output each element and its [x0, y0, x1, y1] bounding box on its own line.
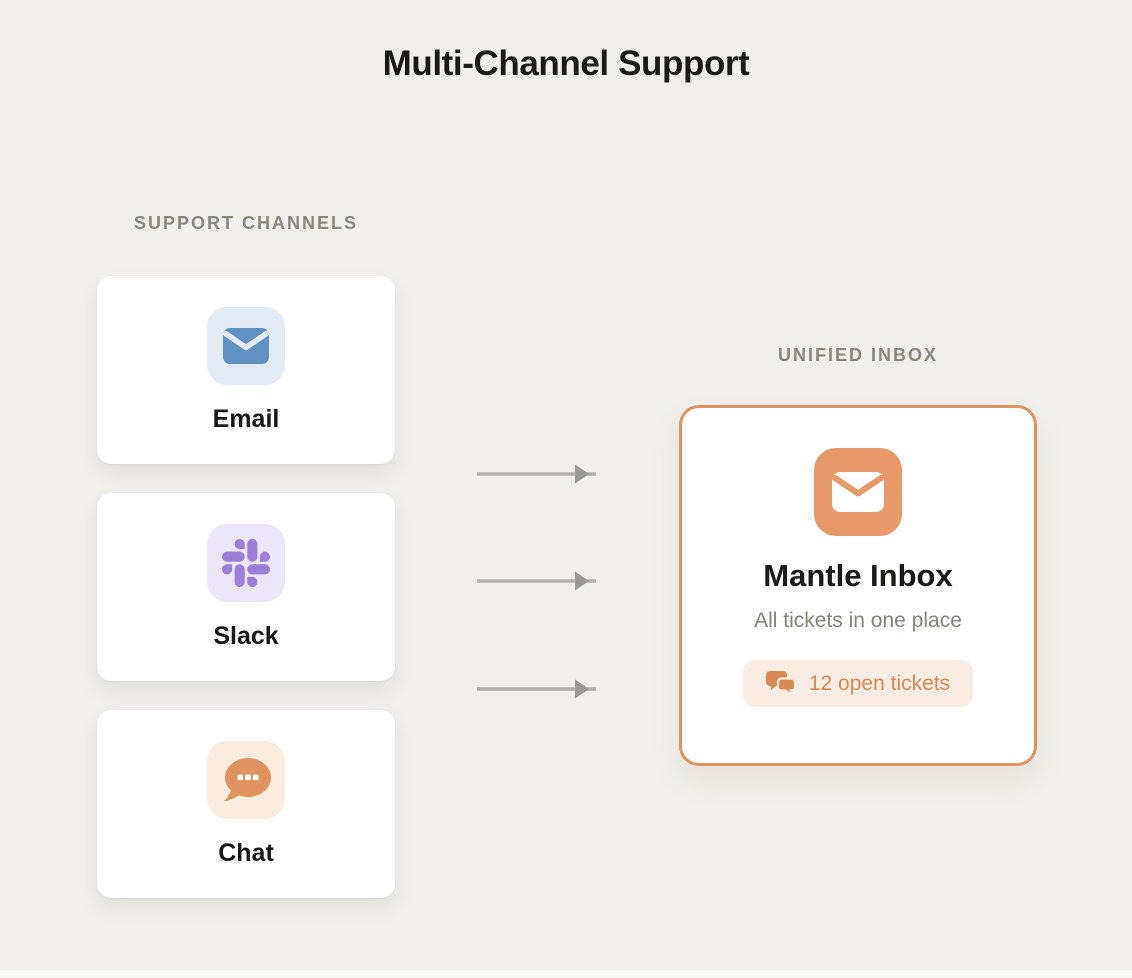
page-title: Multi-Channel Support — [382, 44, 750, 83]
inbox-card-title: Mantle Inbox — [763, 558, 953, 593]
envelope-icon — [814, 448, 902, 536]
envelope-icon — [207, 306, 285, 385]
channel-card-slack: Slack — [97, 493, 395, 681]
unified-inbox-label: UNIFIED INBOX — [777, 345, 938, 365]
bottom-edge-strip — [0, 970, 1132, 978]
channel-label-email: Email — [212, 404, 280, 433]
slack-icon — [207, 523, 285, 602]
channel-label-chat: Chat — [218, 838, 274, 867]
flow-arrow-3 — [477, 677, 597, 701]
channel-label-slack: Slack — [213, 621, 279, 650]
channel-card-email: Email — [97, 276, 395, 464]
unified-inbox-card: Mantle Inbox All tickets in one place 12… — [679, 405, 1037, 766]
support-channels-label: SUPPORT CHANNELS — [133, 213, 358, 233]
channel-card-chat: Chat — [97, 710, 395, 898]
inbox-card-subtitle: All tickets in one place — [754, 609, 962, 632]
open-tickets-count: 12 open tickets — [808, 671, 951, 695]
flow-arrow-1 — [477, 462, 597, 486]
comments-icon — [765, 670, 797, 697]
flow-arrow-2 — [477, 569, 597, 593]
chat-bubble-icon — [207, 740, 285, 819]
open-tickets-badge: 12 open tickets — [742, 660, 974, 707]
